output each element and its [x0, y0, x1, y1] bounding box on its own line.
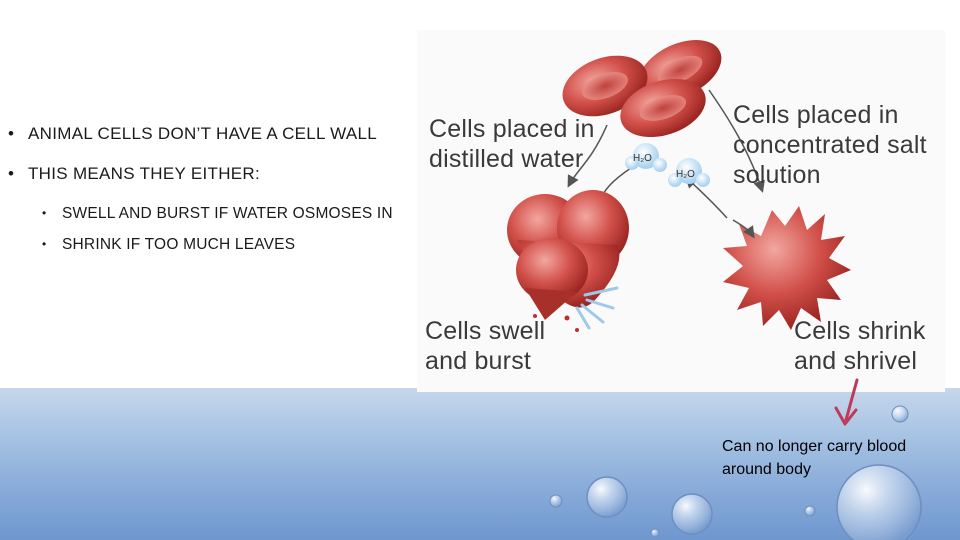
- label-swell-burst: Cells swell and burst: [425, 317, 546, 375]
- water-molecule: [668, 158, 710, 187]
- bullet-text: THIS MEANS THEY EITHER:: [28, 164, 261, 183]
- droplet: [891, 405, 909, 423]
- sub-bullet-text: SWELL AND BURST IF WATER OSMOSES IN: [62, 205, 393, 222]
- burst-splash: [533, 286, 619, 332]
- label-distilled-water: Cells placed in distilled water: [429, 115, 595, 173]
- bullet-item: • ANIMAL CELLS DON’T HAVE A CELL WALL: [8, 122, 408, 146]
- swollen-red-blood-cell: [516, 238, 588, 320]
- arrow-to-shrink: [708, 89, 765, 193]
- sub-bullet-item: • SHRINK IF TOO MUCH LEAVES: [8, 233, 408, 256]
- bullet-marker: •: [42, 237, 47, 251]
- annotation-note: Can no longer carry blood around body: [722, 438, 907, 478]
- normal-red-blood-cell: [620, 78, 706, 138]
- bullet-list: • ANIMAL CELLS DON’T HAVE A CELL WALL • …: [8, 122, 408, 264]
- droplet: [586, 476, 628, 518]
- shrunken-red-blood-cell: [723, 206, 851, 330]
- h2o-label: H₂O: [633, 153, 652, 164]
- droplet: [650, 528, 660, 538]
- label-salt-solution: Cells placed in concentrated salt soluti…: [733, 101, 927, 189]
- arrow-to-shrink-cell: [732, 219, 755, 239]
- droplet: [549, 494, 563, 508]
- sub-bullet-text: SHRINK IF TOO MUCH LEAVES: [62, 236, 296, 253]
- droplet: [671, 493, 713, 535]
- bullet-item: • THIS MEANS THEY EITHER:: [8, 162, 408, 186]
- bullet-text: ANIMAL CELLS DON’T HAVE A CELL WALL: [28, 124, 378, 143]
- bullet-marker: •: [8, 124, 15, 143]
- arrow-to-swell: [567, 124, 608, 188]
- droplet: [836, 464, 922, 540]
- diagram-art: H₂O H₂O: [507, 39, 851, 332]
- label-shrink-shrivel: Cells shrink and shrivel: [794, 317, 926, 375]
- water-background: [0, 388, 960, 540]
- h2o-label: H₂O: [676, 169, 695, 180]
- bullet-marker: •: [42, 206, 47, 220]
- water-molecule: [625, 143, 667, 172]
- sub-bullet-item: • SWELL AND BURST IF WATER OSMOSES IN: [8, 202, 408, 225]
- droplet: [804, 505, 816, 517]
- osmosis-diagram: H₂O H₂O Cells: [417, 30, 945, 392]
- bullet-marker: •: [8, 164, 15, 183]
